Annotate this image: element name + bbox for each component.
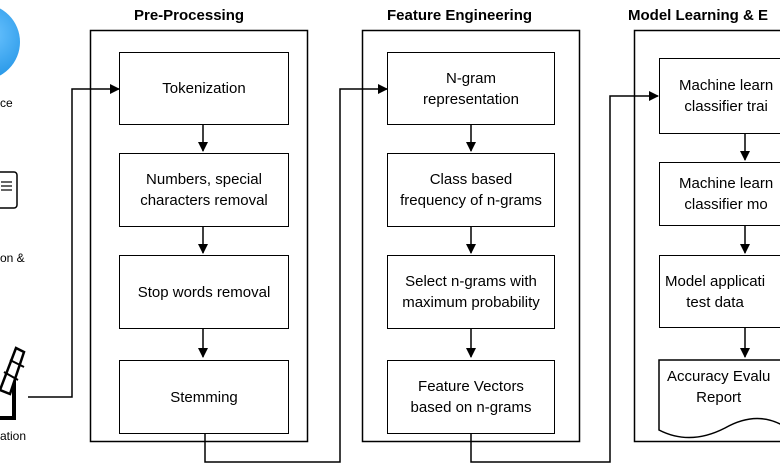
- stage-title-model-learning: Model Learning & E: [628, 7, 769, 24]
- step-label: Accuracy Evalu Report: [667, 368, 771, 406]
- pen-icon: [0, 346, 26, 420]
- step-label: Machine learn classifier trai: [679, 77, 774, 115]
- step-label: Numbers, special characters removal: [140, 171, 268, 209]
- connector-vectors-to-training: [470, 91, 659, 463]
- step-label: Machine learn classifier mo: [679, 175, 774, 213]
- step-label: Stemming: [170, 388, 238, 406]
- document-icon: [0, 171, 18, 209]
- step-numbers-removal: Numbers, special characters removal: [119, 153, 289, 227]
- stage-frame-model-learning: [633, 29, 780, 443]
- stage-title-preprocessing: Pre-Processing: [134, 7, 245, 24]
- step-feature-vectors: Feature Vectors based on n-grams: [387, 360, 555, 434]
- stage-title-feature-engineering: Feature Engineering: [387, 7, 533, 24]
- step-ml-classifier-training: Machine learn classifier trai: [659, 58, 780, 134]
- step-label: Model applicati test data: [665, 272, 766, 311]
- step-accuracy-report: Accuracy Evalu Report: [659, 362, 780, 406]
- step-model-application: Model applicati test data: [659, 255, 780, 328]
- step-label: Tokenization: [162, 80, 246, 97]
- stage-frame-preprocessing: [89, 29, 309, 443]
- step-label: N-gram representation: [423, 69, 519, 108]
- data-source-icon: [0, 8, 20, 76]
- step-label: Select n-grams with maximum probability: [402, 273, 540, 311]
- report-document-shape: [658, 359, 780, 439]
- step-tokenization: Tokenization: [119, 52, 289, 125]
- step-label: Stop words removal: [137, 283, 271, 301]
- step-label: Class based frequency of n-grams: [400, 171, 542, 209]
- step-ml-classifier-model: Machine learn classifier mo: [659, 162, 780, 226]
- step-select-ngrams: Select n-grams with maximum probability: [387, 255, 555, 329]
- step-ngram-representation: N-gram representation: [387, 52, 555, 125]
- connector-input-to-tokenization: [28, 84, 120, 398]
- left-label-collection: on &: [0, 251, 25, 265]
- connector-stemming-to-ngram: [204, 84, 388, 463]
- left-label-source: ce: [0, 96, 13, 110]
- step-stemming: Stemming: [119, 360, 289, 434]
- step-class-frequency: Class based frequency of n-grams: [387, 153, 555, 227]
- left-label-annotation: ation: [0, 429, 27, 443]
- step-label: Feature Vectors based on n-grams: [410, 378, 532, 416]
- step-stopwords-removal: Stop words removal: [119, 255, 289, 329]
